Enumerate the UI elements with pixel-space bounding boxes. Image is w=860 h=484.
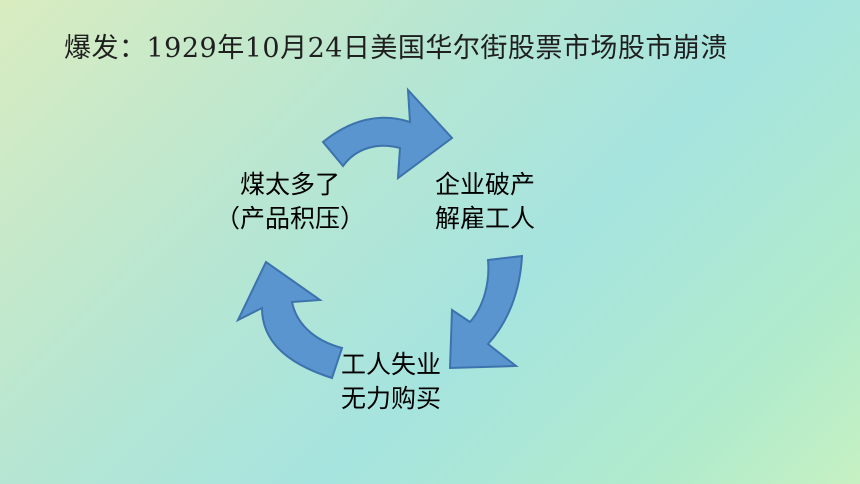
cycle-node-bankruptcy: 企业破产 解雇工人: [410, 168, 560, 236]
arrow-left-icon: [235, 260, 344, 380]
node-line: 解雇工人: [434, 204, 535, 233]
arrow-top-icon: [321, 87, 454, 181]
node-line: 煤太多了: [239, 170, 340, 199]
cycle-node-overproduction: 煤太多了 （产品积压）: [205, 168, 375, 236]
node-line: 企业破产: [434, 170, 535, 199]
node-line: 工人失业: [340, 350, 441, 379]
page-title: 爆发：1929年10月24日美国华尔街股票市场股市崩溃: [64, 33, 728, 64]
cycle-node-unemployment: 工人失业 无力购买: [316, 348, 466, 416]
node-line: 无力购买: [340, 384, 441, 413]
arrow-right-icon: [448, 254, 524, 370]
node-line: （产品积压）: [214, 204, 365, 233]
